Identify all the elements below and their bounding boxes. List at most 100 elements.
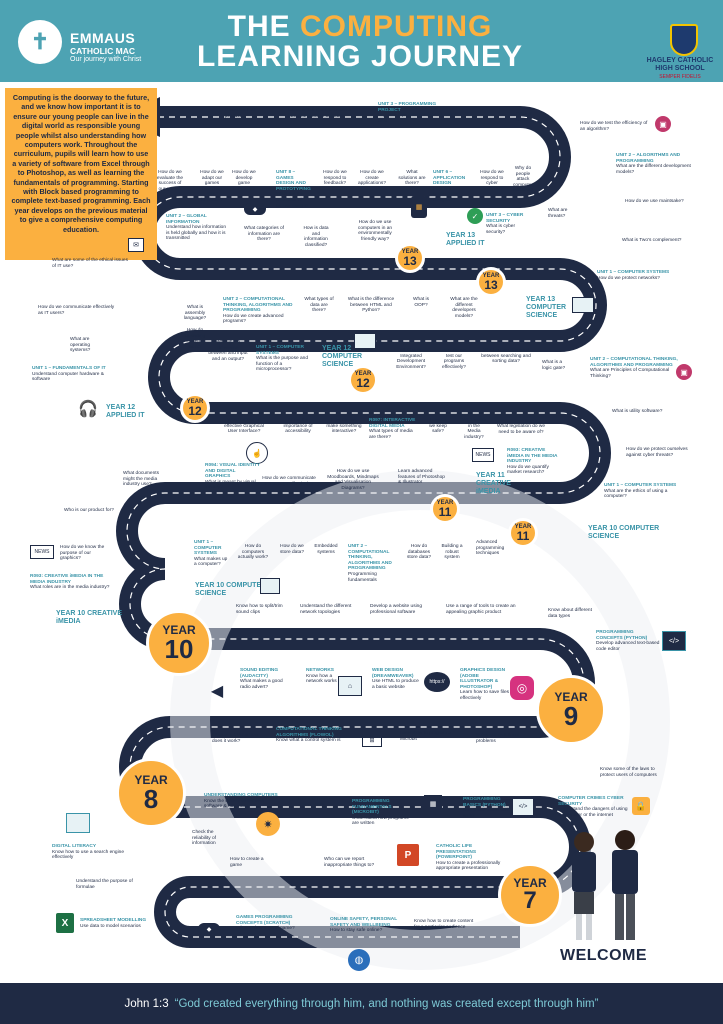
year-10-badge: YEAR 10	[146, 610, 212, 676]
unit-title: UNIT 3 – PROGRAMMING PROJECT	[378, 102, 437, 113]
year-label: YEAR	[162, 623, 196, 637]
topic-node: Know how to create content for a particu…	[414, 919, 474, 930]
topic-node: Solve computational problems	[476, 733, 520, 744]
year-12-badge-applied: YEAR 12	[180, 393, 210, 423]
topic-node: What is the difference between and input…	[208, 340, 248, 362]
topic-node: Know the importance of accessibility	[283, 418, 313, 435]
unit-title: UNIT 2 – COMPUTATIONAL THINKING, ALGORIT…	[348, 544, 392, 572]
newspaper-icon: NEWS	[472, 448, 494, 462]
topic-node: Learn advanced features of Photoshop & I…	[398, 469, 445, 486]
topic-node: How do we know the purpose of our graphi…	[60, 545, 105, 562]
topic-node: Understand the different network topolog…	[300, 604, 352, 615]
topic-node: What makes an effective Graphical User I…	[224, 418, 264, 435]
unit-title: UNIT 2 – COMPUTATIONAL THINKING, ALGORIT…	[590, 357, 678, 368]
year-label: YEAR	[513, 876, 547, 890]
touch-device-icon: ☝	[246, 442, 268, 464]
unit-node: UNIT 6 – APPLICATION DESIGN How are appl…	[433, 170, 465, 204]
year-13-badge-applied: YEAR 13	[395, 243, 425, 273]
year-label: YEAR	[186, 399, 204, 405]
topic-node: What are threats?	[548, 208, 568, 219]
unit-desc: Develop advanced text-based code editor	[596, 641, 660, 652]
topic-node: How do we keep safe?	[429, 418, 447, 435]
topic-node: What is the difference between searching…	[481, 348, 531, 365]
topic-node: What is Two's complement?	[622, 238, 682, 243]
monitor-icon	[572, 297, 594, 313]
unit-node: COMPUTER CRIMES CYBER SECURITY Understan…	[558, 796, 630, 818]
unit-node: WEB DESIGN (DREAMWEAVER) Use HTML to pro…	[372, 668, 422, 690]
topic-node: Advanced programming techniques	[476, 540, 505, 557]
unit-title: UNIT 2 – COMPUTATIONAL THINKING, ALGORIT…	[223, 297, 293, 314]
topic-node: Who is our product for?	[64, 508, 114, 513]
year-label: YEAR	[514, 524, 532, 530]
topic-node: How do computers actually work?	[237, 544, 269, 561]
emmaus-logo-icon: ✝	[18, 20, 62, 64]
powerpoint-icon: P	[397, 844, 419, 866]
year-label: YEAR	[354, 371, 372, 377]
topic-node: What types of data are there?	[304, 297, 334, 314]
topic-node: How do we respond to cyber incidents?	[480, 170, 504, 192]
unit-desc: Know how a network works	[306, 673, 337, 685]
title-pre: THE	[227, 10, 300, 43]
unit-desc: What is the purpose and function of a mi…	[256, 356, 308, 373]
year-number: 13	[484, 278, 498, 292]
unit-node: UNIT 2 – ALGORITHMS AND PROGRAMMING What…	[616, 153, 696, 175]
year-label: YEAR	[134, 773, 168, 787]
gamepad-icon: ◆	[244, 203, 266, 215]
unit-node: UNIT 1 – COMPUTER SYSTEMS What makes up …	[194, 540, 230, 568]
topic-node: What legislation do we need to be aware …	[497, 424, 545, 435]
year-10-cs-label-left: YEAR 10 COMPUTER SCIENCE	[195, 582, 267, 597]
unit-node: UNIT 1 – COMPUTER SYSTEMS What are the e…	[604, 483, 684, 500]
unit-node: DIGITAL LITERACY Know how to use a searc…	[52, 844, 138, 861]
unit-desc: Know the difference between software & h…	[204, 798, 266, 810]
topic-node: Why do people attack computer systems?	[512, 166, 534, 194]
topic-node: How do we test our programs effectively?	[442, 348, 466, 370]
year-number: 12	[188, 404, 202, 418]
unit-desc: What are the principles of games design?	[276, 192, 309, 209]
unit-node: PROGRAMMING FUNDAMENTALS (MICROBIT) Unde…	[352, 799, 412, 827]
unit-desc: How do we create advanced programs?	[223, 313, 284, 325]
topic-node: What solutions are there?	[398, 170, 426, 187]
logo-name: EMMAUS	[70, 30, 136, 46]
topic-node: How can we make something interactive?	[326, 418, 362, 435]
unit-node: GRAPHICS DESIGN (ADOBE ILLUSTRATOR & PHO…	[460, 668, 510, 702]
unit-title: UNDERSTANDING COMPUTERS	[204, 793, 278, 798]
unit-desc: Know how to use a search engine effectiv…	[52, 849, 125, 861]
unit-title: UNIT 2 – ALGORITHMS AND PROGRAMMING	[616, 153, 681, 164]
unit-desc: What is meant by visual identity?	[205, 479, 256, 491]
topic-node: Liaise with a client to create a bespoke…	[288, 108, 351, 119]
unit-desc: What roles are in the media industry?	[30, 585, 110, 591]
year-13-badge-cs: YEAR 13	[476, 267, 506, 297]
topic-node: What is the difference between HTML and …	[347, 297, 395, 314]
topic-node: How do we test the efficiency of an algo…	[580, 121, 648, 132]
unit-title: ONLINE SAFETY, PERSONAL SAFETY AND WELLB…	[330, 917, 398, 928]
unit-node: UNIT 8 – GAMES DESIGN AND PROTOTYPING Wh…	[276, 170, 311, 209]
logo-tagline: Our journey with Christ	[70, 56, 142, 63]
topic-node: What are the different developers models…	[450, 297, 478, 319]
topic-node: What are some of the ethical issues of I…	[52, 258, 128, 269]
unit-desc: What makes a good radio advert?	[240, 679, 283, 690]
year-13-cs-label: YEAR 13 COMPUTER SCIENCE	[526, 296, 567, 319]
unit-desc: Programming fundamentals	[348, 571, 377, 583]
year-label: YEAR	[482, 273, 500, 279]
unit-title: SPREADSHEET MODELLING	[80, 918, 147, 923]
topic-node: What is utility software?	[612, 409, 663, 414]
topic-node: What categories of information are there…	[244, 226, 284, 243]
topic-node: Know about different data types	[548, 608, 592, 619]
unit-node: UNIT 3 – CYBER SECURITY What is cyber se…	[486, 213, 524, 235]
unit-title: PROGRAMMING BASICS (PYTHON)	[463, 797, 506, 808]
newspaper-icon: NEWS	[30, 545, 54, 559]
topic-node: What are operating systems?	[70, 337, 91, 354]
unit-title: UNIT 6 – APPLICATION DESIGN	[433, 170, 466, 187]
topic-node: How do we adapt our games based on clien…	[200, 170, 224, 203]
unit-desc: Understand the dangers of using a comput…	[558, 807, 628, 818]
unit-node: SOUND EDITING (AUDACITY) What makes a go…	[240, 668, 286, 690]
topic-node: How do operating systems work?	[184, 328, 205, 350]
year-11-badge-media: YEAR 11	[430, 494, 460, 524]
topic-node: How do we communicate a message effectiv…	[262, 476, 316, 487]
year-11-badge-cs: YEAR 11	[508, 518, 538, 548]
code-window-icon: </>	[662, 631, 686, 651]
brain-icon: ✷	[256, 812, 280, 836]
unit-node: R093: CREATIVE iMEDIA IN THE MEDIA INDUS…	[30, 574, 110, 591]
router-icon: ⌂	[338, 676, 362, 696]
topic-node: How do we use computers in an environmen…	[357, 220, 393, 242]
